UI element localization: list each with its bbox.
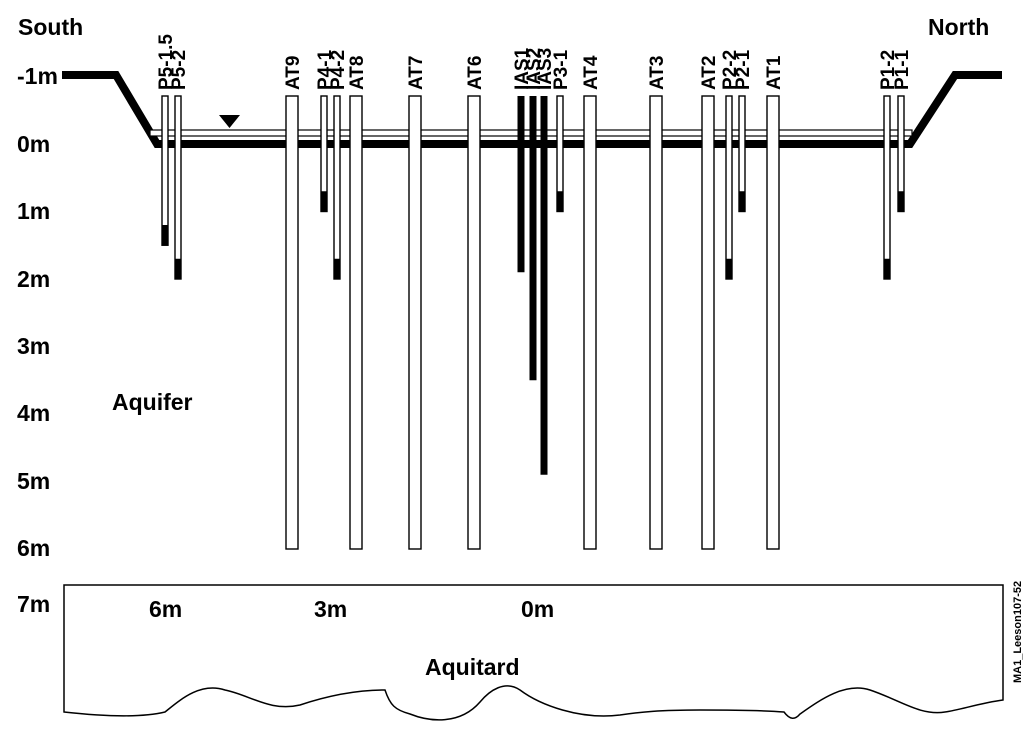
- well-label: AT1: [764, 55, 785, 90]
- piezometer-p5-1.5: [161, 95, 169, 246]
- well-screen: [175, 258, 181, 279]
- distance-label: 0m: [521, 596, 554, 622]
- air-injection-well-at2: [701, 95, 715, 550]
- well-label: P5-1.5: [156, 34, 177, 90]
- ias-well-ias1: [517, 96, 525, 273]
- well-screen: [884, 258, 890, 279]
- ias-well-ias3: [540, 96, 548, 475]
- well-label: P1-1: [892, 49, 913, 90]
- well-label: AT9: [283, 56, 304, 90]
- ias-well-ias2: [529, 96, 537, 381]
- air-injection-well-at1: [766, 95, 780, 550]
- well-label: AT3: [647, 56, 668, 90]
- north-label: North: [928, 14, 989, 40]
- aquifer-label: Aquifer: [112, 389, 193, 415]
- air-injection-well-at4: [583, 95, 597, 550]
- well-screen: [334, 258, 340, 279]
- piezometer-p5-2: [174, 95, 182, 280]
- well-label: P4-1: [315, 49, 336, 90]
- figure-id-label: MA1_Leeson107-52: [1012, 581, 1024, 683]
- well-screen: [557, 191, 563, 212]
- depth-label: 4m: [17, 400, 50, 426]
- air-injection-well-at3: [649, 95, 663, 550]
- depth-label: 0m: [17, 131, 50, 157]
- depth-label: 1m: [17, 198, 50, 224]
- air-injection-well-at8: [349, 95, 363, 550]
- well-label: AT4: [581, 55, 602, 90]
- air-injection-well-at6: [467, 95, 481, 550]
- depth-label: 7m: [17, 591, 50, 617]
- depth-label: 2m: [17, 266, 50, 292]
- depth-label: -1m: [17, 63, 58, 89]
- aquitard-section: 6m 3m 0m Aquitard: [63, 584, 1004, 721]
- piezometer-p4-2: [333, 95, 341, 280]
- distance-label: 6m: [149, 596, 182, 622]
- south-label: South: [18, 14, 83, 40]
- air-injection-well-at7: [408, 95, 422, 550]
- well-label: AT6: [465, 56, 486, 90]
- well-label: AT7: [406, 56, 427, 90]
- well-screen: [321, 191, 327, 212]
- aquitard-outline: [63, 584, 1004, 721]
- piezometer-p1-2: [883, 95, 891, 280]
- depth-label: 5m: [17, 468, 50, 494]
- well-label: P3-1: [551, 49, 572, 90]
- well-label: IAS2: [524, 48, 545, 90]
- well-screen: [898, 191, 904, 212]
- depth-axis: -1m 0m 1m 2m 3m 4m 5m 6m 7m: [17, 63, 58, 617]
- depth-label: 6m: [17, 535, 50, 561]
- well-label: P1-2: [878, 50, 899, 90]
- water-table-triangle-icon: [219, 115, 240, 128]
- aquitard-label: Aquitard: [425, 654, 520, 680]
- well-screen: [739, 191, 745, 212]
- depth-label: 3m: [17, 333, 50, 359]
- well-label: IAS1: [512, 47, 533, 90]
- well-label: AT8: [347, 56, 368, 90]
- well-label: P5-2: [169, 50, 190, 90]
- well-screen: [726, 258, 732, 279]
- well-label: P2-2: [720, 50, 741, 90]
- well-label: P2-1: [733, 49, 754, 90]
- well-label: IAS3: [535, 48, 556, 90]
- well-screen: [162, 225, 168, 246]
- air-injection-well-at9: [285, 95, 299, 550]
- well-label: P4-2: [328, 50, 349, 90]
- well-label: AT2: [699, 56, 720, 90]
- distance-label: 3m: [314, 596, 347, 622]
- piezometer-p2-2: [725, 95, 733, 280]
